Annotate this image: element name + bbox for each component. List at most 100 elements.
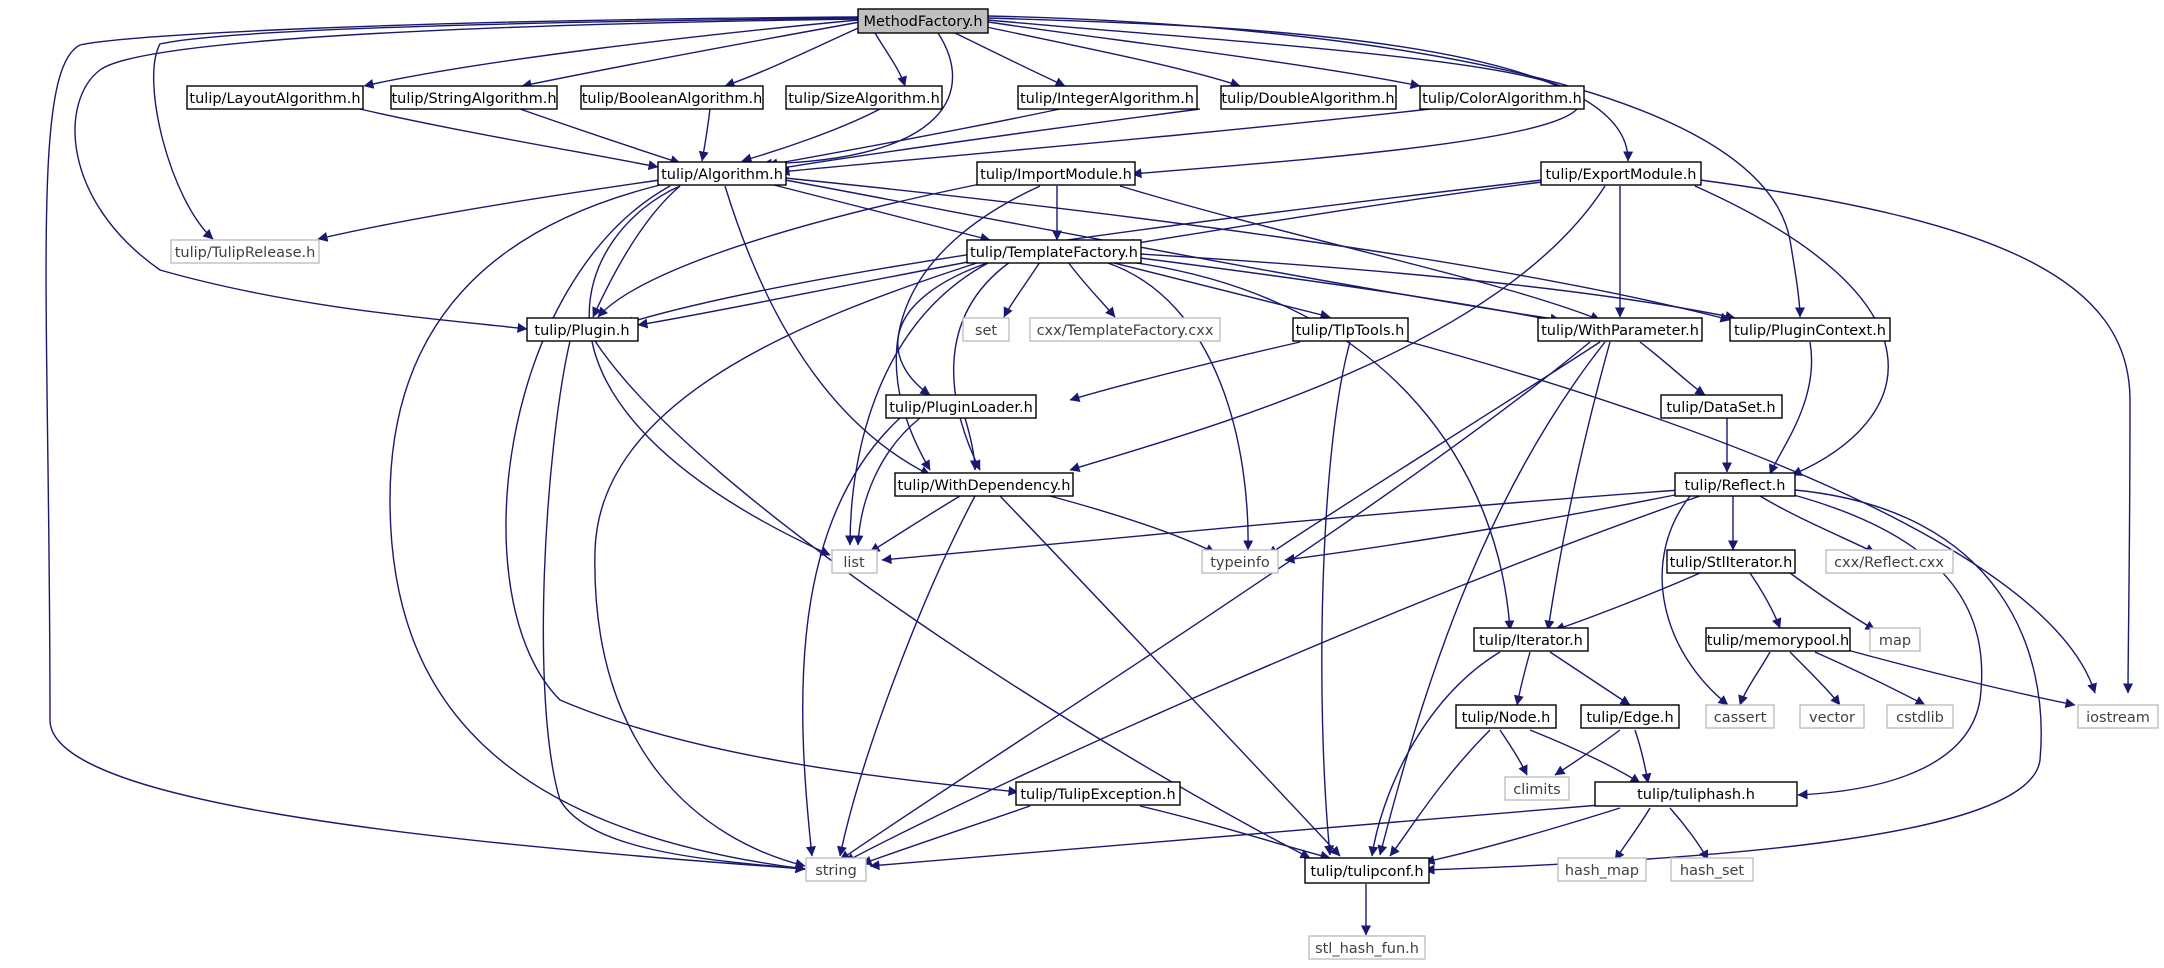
edge-templatefactory-withparameter — [1139, 257, 1561, 325]
node-label: tulip/SizeAlgorithm.h — [788, 91, 940, 107]
edge-tulipexception-tulipconf — [1139, 805, 1331, 861]
node-importmodule[interactable]: tulip/ImportModule.h — [976, 161, 1136, 186]
edge-tuliphash-hash_set — [1669, 807, 1709, 861]
edge-methodfactory-plugincontext — [987, 15, 1805, 318]
edge-templatefactory-templatefactorycxx — [1067, 261, 1116, 318]
edge-withdependency-tulipconf — [999, 495, 1341, 857]
node-stl_hash_fun[interactable]: stl_hash_fun.h — [1308, 935, 1426, 960]
node-algorithm[interactable]: tulip/Algorithm.h — [657, 161, 787, 186]
node-dataset[interactable]: tulip/DataSet.h — [1660, 394, 1783, 419]
node-label: MethodFactory.h — [863, 14, 982, 30]
node-tlptools[interactable]: tulip/TlpTools.h — [1292, 317, 1409, 342]
edge-reflect-tulipconf — [1424, 489, 2042, 875]
edge-templatefactory-typeinfo — [1104, 261, 1254, 551]
node-withdependency[interactable]: tulip/WithDependency.h — [894, 472, 1074, 497]
node-set[interactable]: set — [962, 317, 1010, 342]
edge-memorypool-cstdlib — [1814, 651, 1926, 706]
node-templatefactorycxx[interactable]: cxx/TemplateFactory.cxx — [1029, 317, 1221, 342]
node-edge[interactable]: tulip/Edge.h — [1580, 704, 1680, 729]
node-pluginloader[interactable]: tulip/PluginLoader.h — [885, 394, 1037, 419]
edge-iterator-edge — [1549, 651, 1631, 706]
node-label: typeinfo — [1210, 555, 1270, 571]
node-node[interactable]: tulip/Node.h — [1455, 704, 1557, 729]
node-methodfactory[interactable]: MethodFactory.h — [857, 8, 989, 34]
edge-exportmodule-templatefactory — [1124, 181, 1543, 249]
edge-pluginloader-withdependency — [964, 417, 980, 471]
edge-templatefactory-string — [594, 261, 981, 869]
node-label: tulip/StlIterator.h — [1670, 555, 1793, 571]
edge-plugincontext-reflect — [1769, 341, 1813, 475]
node-sizealgorithm[interactable]: tulip/SizeAlgorithm.h — [785, 85, 943, 110]
node-plugincontext[interactable]: tulip/PluginContext.h — [1729, 317, 1891, 342]
node-booleanalgorithm[interactable]: tulip/BooleanAlgorithm.h — [580, 85, 764, 110]
node-string[interactable]: string — [805, 857, 867, 882]
edge-importmodule-withdependency — [895, 185, 1041, 471]
node-doublealgorithm[interactable]: tulip/DoubleAlgorithm.h — [1220, 85, 1397, 110]
edge-templatefactory-iterator — [1129, 261, 1515, 631]
node-iterator[interactable]: tulip/Iterator.h — [1473, 627, 1589, 652]
edge-sizealgorithm-algorithm — [741, 108, 881, 164]
node-plugin[interactable]: tulip/Plugin.h — [526, 317, 639, 342]
edge-algorithm-plugin — [592, 185, 681, 318]
node-label: tulip/ImportModule.h — [980, 167, 1132, 183]
node-reflect[interactable]: tulip/Reflect.h — [1674, 472, 1796, 497]
node-reflectcxx[interactable]: cxx/Reflect.cxx — [1825, 549, 1954, 574]
node-label: tulip/ColorAlgorithm.h — [1422, 91, 1582, 107]
node-layoutalgorithm[interactable]: tulip/LayoutAlgorithm.h — [186, 85, 364, 110]
node-vector[interactable]: vector — [1799, 704, 1865, 729]
edge-stliterator-memorypool — [1749, 572, 1782, 629]
node-templatefactory[interactable]: tulip/TemplateFactory.h — [966, 239, 1142, 264]
edge-templatefactory-plugincontext — [1139, 253, 1736, 321]
node-stringalgorithm[interactable]: tulip/StringAlgorithm.h — [390, 85, 558, 110]
node-coloralgorithm[interactable]: tulip/ColorAlgorithm.h — [1419, 85, 1585, 110]
edge-tlptools-tulipconf — [1321, 341, 1351, 856]
node-integeralgorithm[interactable]: tulip/IntegerAlgorithm.h — [1017, 85, 1198, 110]
edge-tuliphash-tulipconf — [1424, 807, 1621, 865]
node-label: tulip/TulipRelease.h — [175, 245, 316, 261]
node-tulipconf[interactable]: tulip/tulipconf.h — [1304, 857, 1430, 884]
node-tuliprelease[interactable]: tulip/TulipRelease.h — [170, 239, 320, 264]
edge-reflect-typeinfo — [1284, 491, 1691, 564]
node-hash_map[interactable]: hash_map — [1557, 857, 1647, 882]
node-tulipexception[interactable]: tulip/TulipException.h — [1015, 781, 1181, 806]
edge-templatefactory-set — [1003, 261, 1041, 318]
node-tuliphash[interactable]: tulip/tuliphash.h — [1594, 781, 1798, 807]
node-stliterator[interactable]: tulip/StlIterator.h — [1666, 549, 1796, 574]
node-climits[interactable]: climits — [1504, 776, 1570, 801]
edge-templatefactory-tlptools — [1109, 261, 1331, 320]
node-withparameter[interactable]: tulip/WithParameter.h — [1537, 317, 1703, 342]
edge-layoutalgorithm-algorithm — [359, 108, 659, 171]
edge-reflect-reflectcxx — [1759, 495, 1876, 554]
node-label: tulip/PluginContext.h — [1734, 323, 1886, 339]
node-cassert[interactable]: cassert — [1705, 704, 1775, 729]
node-label: tulip/BooleanAlgorithm.h — [582, 91, 763, 107]
node-label: tulip/Node.h — [1462, 710, 1551, 726]
node-label: cassert — [1714, 710, 1767, 726]
node-list[interactable]: list — [831, 549, 878, 574]
node-cstdlib[interactable]: cstdlib — [1886, 704, 1954, 729]
node-label: tulip/tuliphash.h — [1637, 787, 1755, 803]
node-label: tulip/Algorithm.h — [661, 167, 783, 183]
node-iostream[interactable]: iostream — [2077, 704, 2159, 729]
edge-node-tulipconf — [1389, 729, 1491, 857]
node-memorypool[interactable]: tulip/memorypool.h — [1705, 627, 1851, 652]
node-map[interactable]: map — [1869, 627, 1921, 652]
node-label: vector — [1809, 710, 1855, 726]
edge-algorithm-string — [389, 184, 806, 873]
edge-reflect-tuliphash — [1789, 493, 1983, 800]
edge-templatefactory-list — [845, 261, 991, 546]
edge-importmodule-withparameter — [1119, 185, 1601, 322]
edge-algorithm-tulipexception — [505, 185, 1019, 797]
edge-tlptools-pluginloader — [1069, 341, 1301, 403]
edge-integeralgorithm-algorithm — [767, 108, 1061, 169]
edge-algorithm-list — [588, 185, 831, 556]
edge-stliterator-map — [1789, 572, 1876, 631]
edge-plugin-tulipconf — [594, 340, 1311, 859]
edge-tulipexception-string — [861, 805, 1031, 866]
node-exportmodule[interactable]: tulip/ExportModule.h — [1540, 161, 1702, 186]
node-label: list — [843, 555, 865, 571]
edge-methodfactory-doublealgorithm — [981, 25, 1241, 88]
edge-withparameter-iterator — [1544, 341, 1611, 631]
node-typeinfo[interactable]: typeinfo — [1201, 549, 1279, 574]
node-hash_set[interactable]: hash_set — [1670, 857, 1754, 882]
